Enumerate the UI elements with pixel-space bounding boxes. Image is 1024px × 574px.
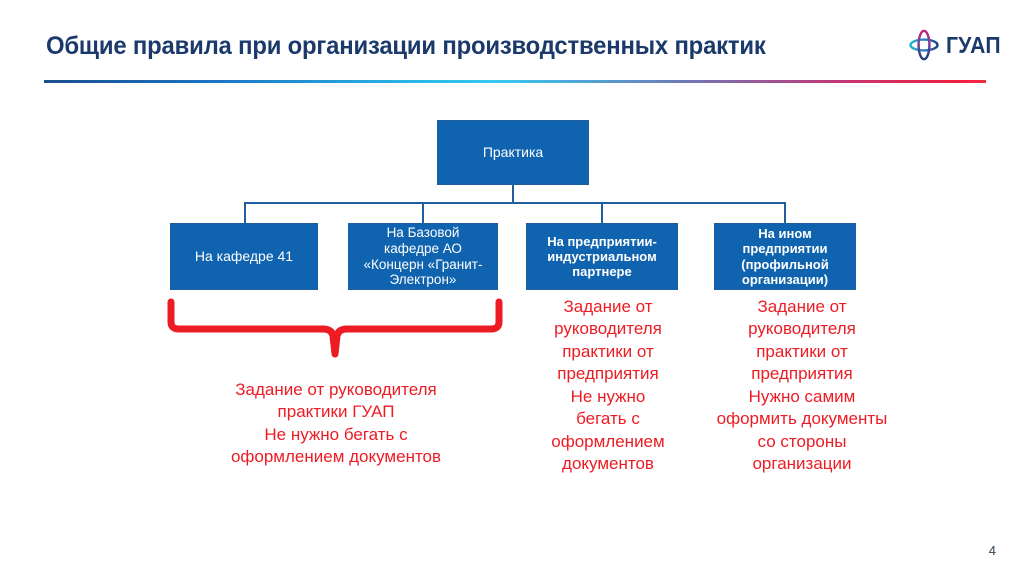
- connector-drop-base: [422, 202, 424, 223]
- page-title: Общие правила при организации производст…: [46, 31, 766, 60]
- diagram-node-industrial-partner: На предприятии- индустриальном партнере: [526, 223, 678, 290]
- caption-industrial-partner: Задание от руководителя практики от пред…: [551, 297, 665, 474]
- guap-logo: ГУАП: [909, 28, 1006, 62]
- diagram-node-base-kafedra: На Базовой кафедре АО «Концерн «Гранит- …: [348, 223, 498, 290]
- connector-root-stem: [512, 185, 514, 203]
- diagram-node-other-enterprise: На ином предприятии (профильной организа…: [714, 223, 856, 290]
- page-number: 4: [988, 543, 996, 558]
- title-divider-rule: [44, 80, 986, 83]
- connector-horizontal-bus: [244, 202, 784, 204]
- connector-drop-other: [784, 202, 786, 223]
- logo-wordmark: ГУАП: [946, 31, 1002, 58]
- diagram-node-kafedra: На кафедре 41: [170, 223, 318, 290]
- connector-drop-industrial: [601, 202, 603, 223]
- connector-drop-kafedra: [244, 202, 246, 223]
- diagram-node-root: Практика: [437, 120, 589, 185]
- red-grouping-brace-icon: [167, 298, 503, 358]
- caption-guap-supervisor: Задание от руководителя практики ГУАП Не…: [230, 380, 442, 467]
- caption-other-enterprise: Задание от руководителя практики от пред…: [716, 297, 888, 474]
- guap-cross-logo-icon: [909, 29, 940, 61]
